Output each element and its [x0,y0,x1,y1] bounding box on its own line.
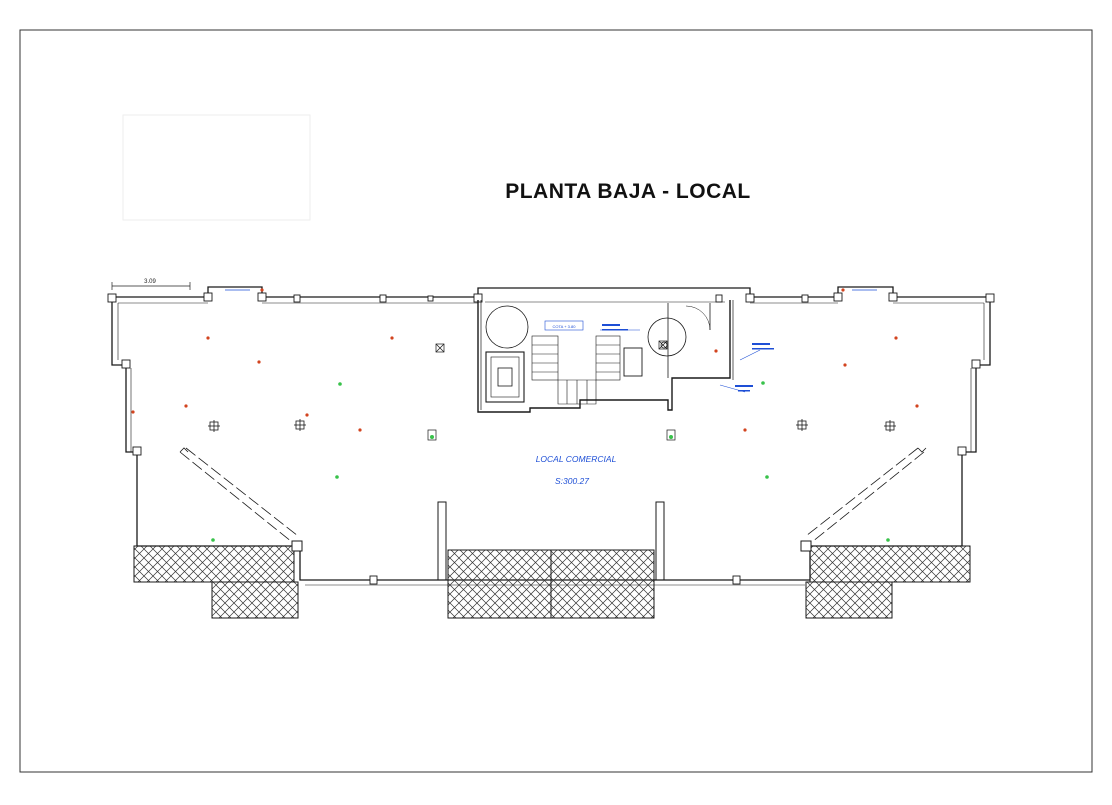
annotation-note-marks [602,324,774,392]
wall-posts [107,292,995,585]
outlet-dots [430,435,673,439]
core-circles [485,305,687,357]
terrace-left [133,540,303,619]
level-tag-frame [544,320,584,331]
service-marks [435,340,668,353]
sheet-border [19,29,1093,773]
ceiling-lights-green [211,381,890,542]
drawing-title: PLANTA BAJA - LOCAL [505,180,751,203]
terrace-center [447,549,655,619]
dimension-line [111,282,191,290]
dimension-label: 3.09 [144,279,156,285]
front-returns [437,501,665,581]
title-block-frame [122,114,311,221]
diagonal-guides [179,447,927,543]
stairs [531,335,643,405]
building-outline [111,286,991,586]
room-area: S:300.27 [555,476,589,486]
column-grid-marks [208,419,896,432]
outlet-marks [427,429,676,441]
ceiling-lights-red [131,288,919,432]
level-tag: COTA + 3.80 [553,324,577,329]
terrace-right [800,540,971,619]
room-name: LOCAL COMERCIAL [536,454,617,464]
lift-box [485,351,525,403]
service-core [477,300,734,413]
